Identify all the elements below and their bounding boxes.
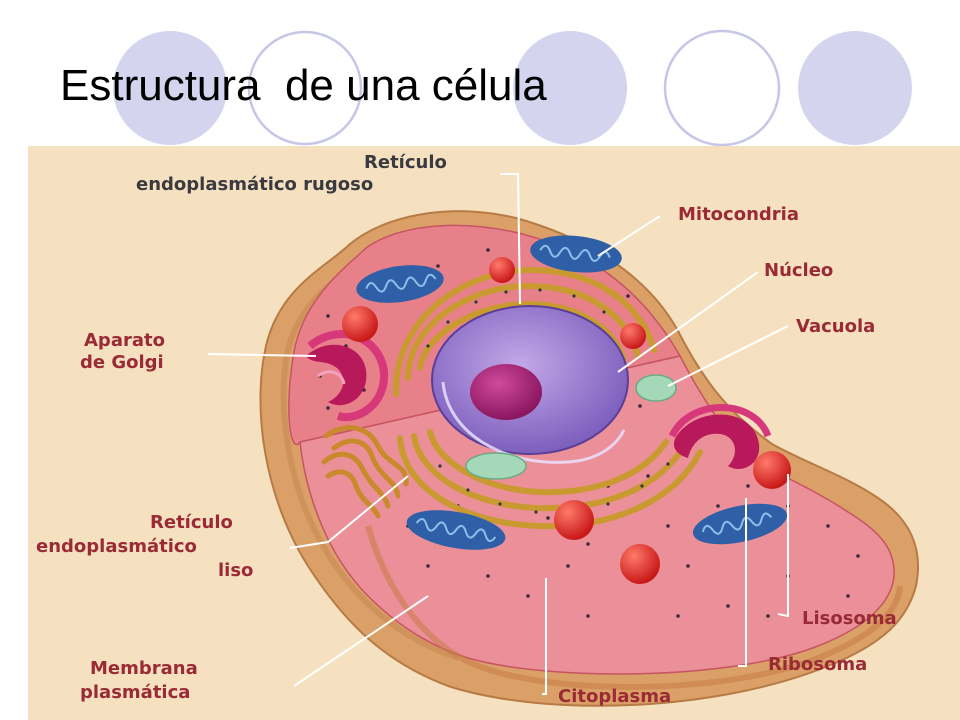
- cell-illustration: [207, 173, 920, 707]
- decor-circle-filled: [113, 31, 227, 145]
- vacuole: [465, 452, 527, 480]
- decor-circle-outline: [663, 29, 781, 146]
- label-ser-line1: Retículo: [150, 512, 233, 533]
- label-ser-line3: liso: [218, 560, 254, 581]
- cell-diagram: Retículo endoplasmático rugoso Mitocondr…: [28, 146, 960, 720]
- label-lysosome: Lisosoma: [802, 608, 897, 629]
- label-ser-line2: endoplasmático: [36, 536, 197, 557]
- rough-er-ribosomes: [426, 288, 670, 514]
- label-rer-line2: endoplasmático rugoso: [136, 174, 374, 195]
- rough-er: [392, 266, 703, 530]
- label-cytoplasm: Citoplasma: [558, 686, 672, 707]
- decor-circle-filled: [513, 31, 627, 145]
- label-ribosome: Ribosoma: [768, 654, 868, 675]
- decorative-circles: [113, 29, 912, 146]
- vacuole: [635, 374, 677, 402]
- golgi-apparatus-right: [668, 404, 772, 470]
- label-rer-line1: Retículo: [364, 152, 447, 173]
- golgi-apparatus: [306, 330, 389, 422]
- mitochondria: [356, 235, 788, 550]
- label-membrane-line1: Membrana: [90, 658, 198, 679]
- nucleolus: [470, 364, 542, 420]
- label-vacuole: Vacuola: [796, 316, 876, 337]
- label-mitochondria: Mitocondria: [678, 204, 799, 225]
- slide-title: Estructura de una célula: [60, 61, 547, 110]
- leader-lines: [207, 173, 789, 695]
- lysosomes: [342, 257, 791, 584]
- decor-circle-outline: [247, 30, 363, 146]
- label-membrane-line2: plasmática: [80, 682, 191, 703]
- label-nucleus: Núcleo: [764, 260, 834, 281]
- label-golgi-line2: de Golgi: [80, 352, 164, 373]
- decor-circle-filled: [798, 31, 912, 145]
- label-golgi-line1: Aparato: [84, 330, 165, 351]
- slide-header: Estructura de una célula: [0, 0, 960, 146]
